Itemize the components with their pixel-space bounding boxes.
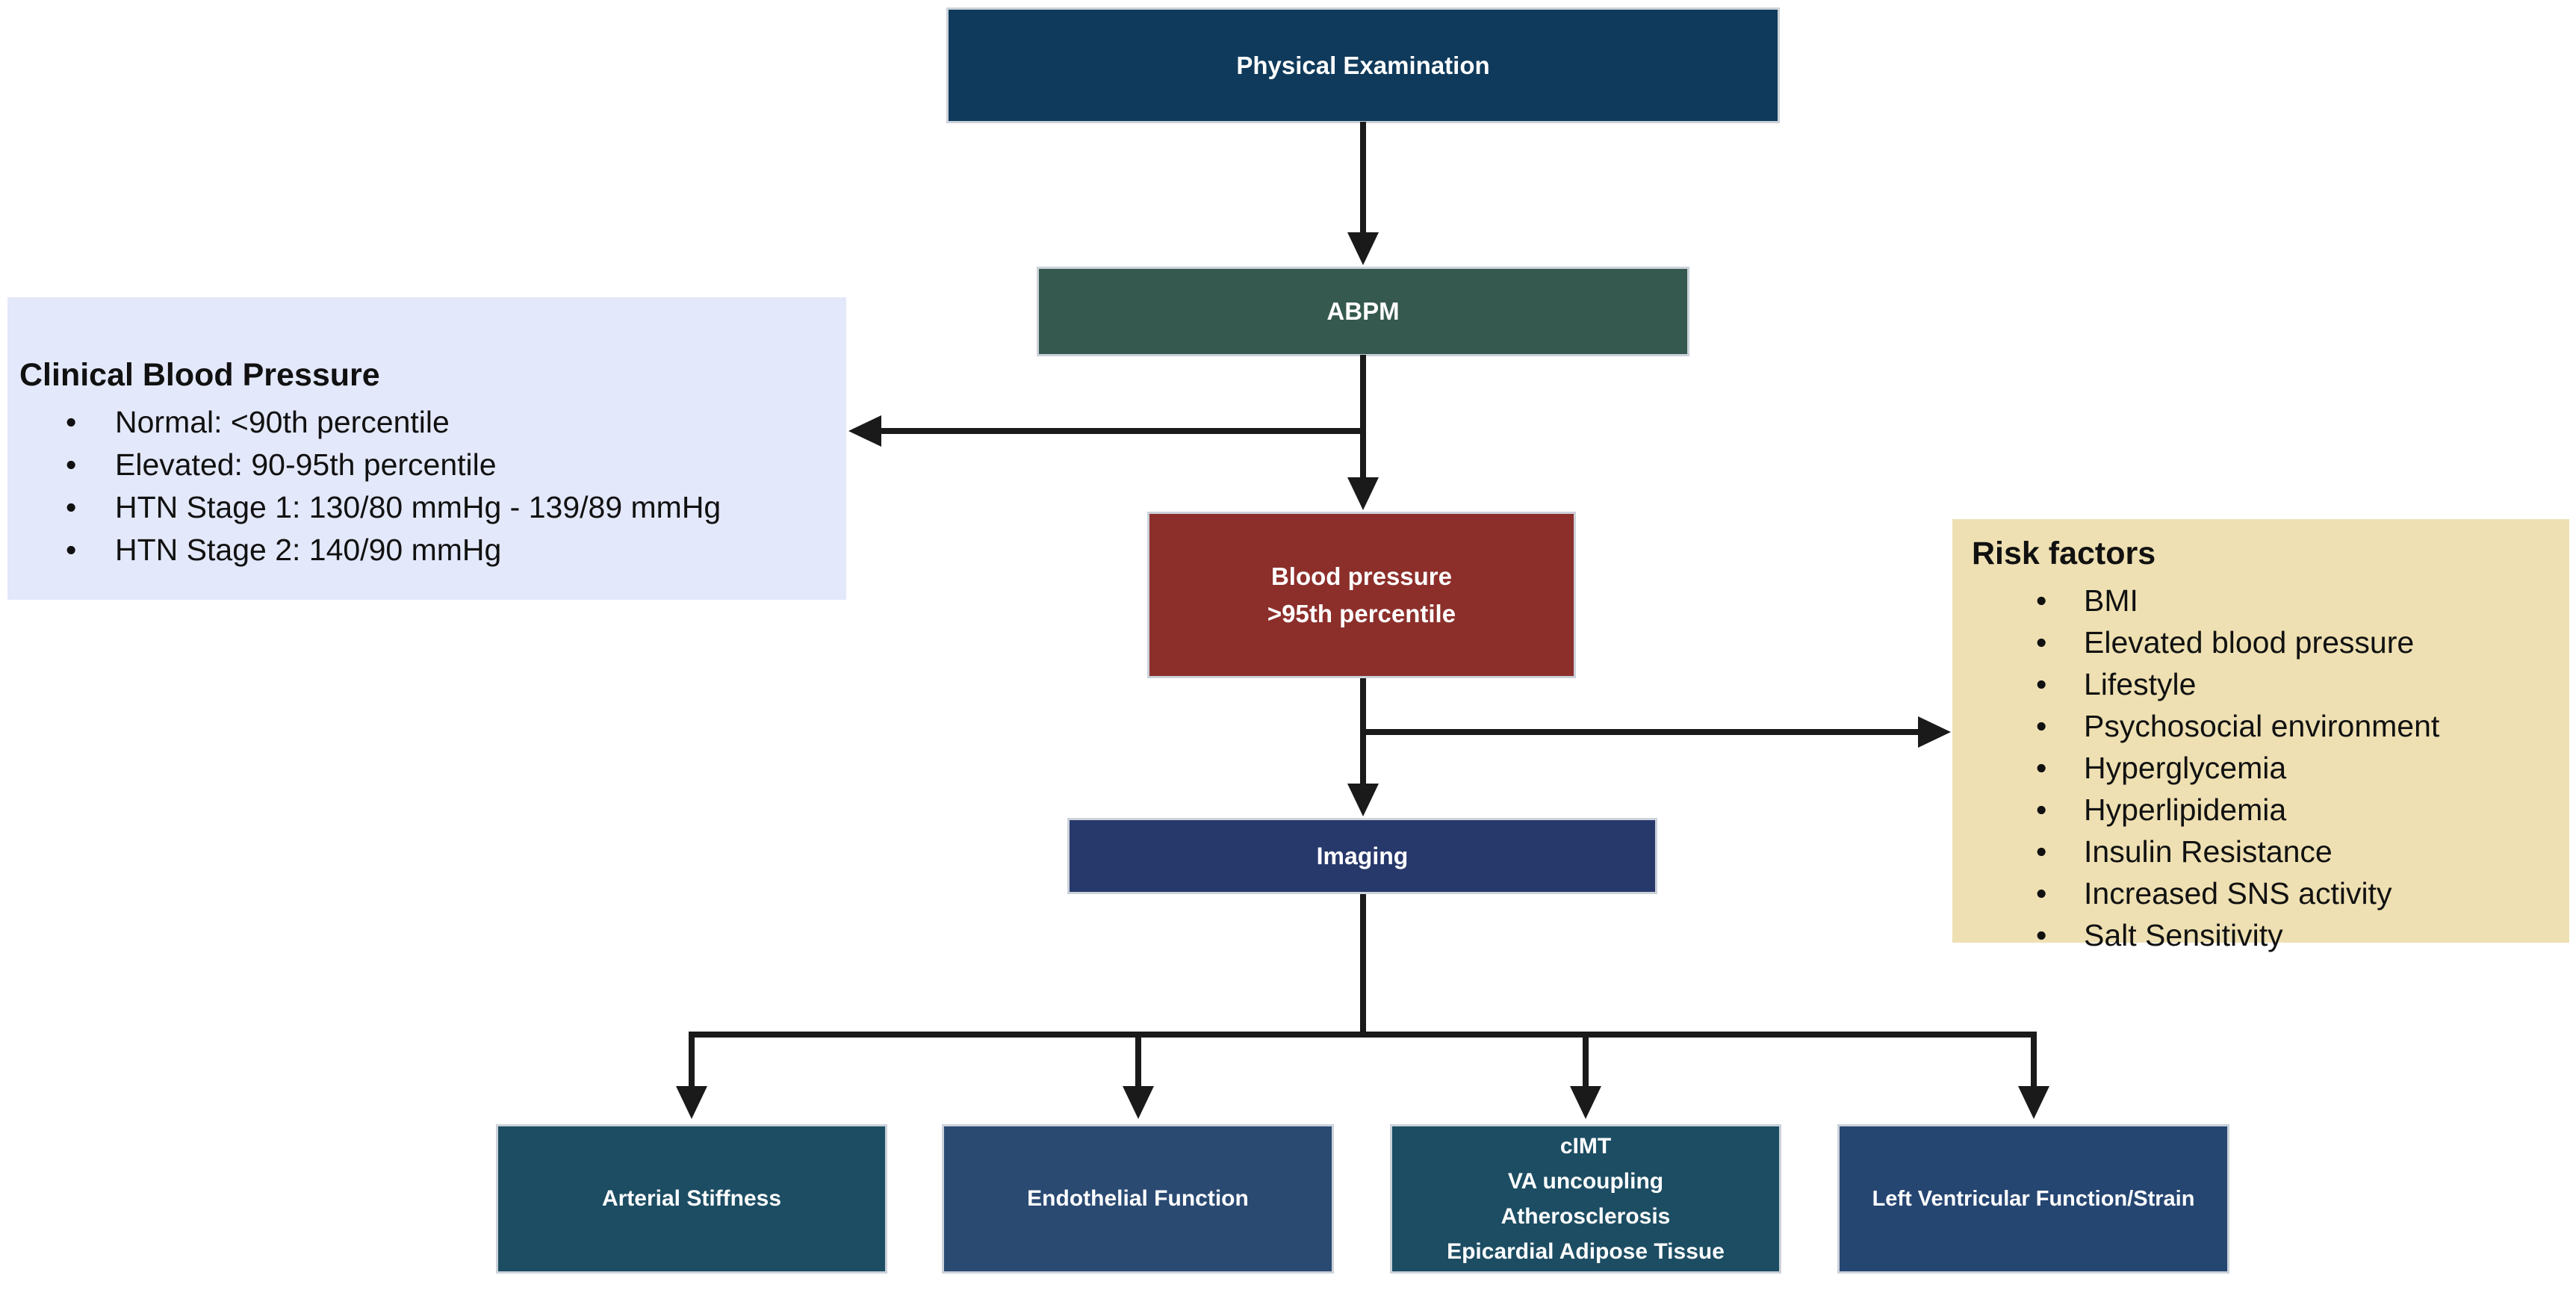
arrowhead-down-endothelial-function — [1123, 1086, 1154, 1119]
list-item: Epicardial Adipose Tissue — [1447, 1239, 1725, 1264]
connector-to-cimt-panel — [1583, 1032, 1589, 1088]
node-abpm: ABPM — [1037, 267, 1689, 356]
node-arterial-stiffness: Arterial Stiffness — [496, 1124, 887, 1274]
connector-branch-to-risk — [1363, 729, 1919, 735]
list-item: HTN Stage 2: 140/90 mmHg — [19, 529, 831, 571]
list-item: Elevated: 90-95th percentile — [19, 444, 831, 486]
node-label: Arterial Stiffness — [601, 1186, 782, 1211]
node-blood-pressure-95th: Blood pressure >95th percentile — [1147, 512, 1576, 678]
distribution-line — [689, 1032, 2037, 1038]
node-endothelial-function: Endothelial Function — [942, 1124, 1334, 1274]
arrowhead-down-cimt-panel — [1570, 1086, 1601, 1119]
arrowhead-left-clinical — [848, 415, 881, 447]
list-item: VA uncoupling — [1507, 1169, 1664, 1194]
list-item: Elevated blood pressure — [1972, 621, 2557, 663]
arrowhead-right-risk — [1918, 716, 1951, 748]
panel-bullet-list: BMIElevated blood pressureLifestylePsych… — [1972, 580, 2557, 956]
node-label-line2: >95th percentile — [1267, 599, 1456, 627]
connector-to-arterial-stiffness — [689, 1032, 695, 1088]
panel-title: Risk factors — [1972, 536, 2156, 571]
panel-risk-factors: Risk factors BMIElevated blood pressureL… — [1952, 519, 2569, 956]
list-item: Atherosclerosis — [1500, 1204, 1671, 1229]
list-item: HTN Stage 1: 130/80 mmHg - 139/89 mmHg — [19, 486, 831, 529]
node-label: Blood pressure >95th percentile — [1267, 558, 1456, 633]
list-item: Hyperlipidemia — [1972, 789, 2557, 831]
list-item: Lifestyle — [1972, 663, 2557, 705]
list-item: Hyperglycemia — [1972, 747, 2557, 789]
list-item: Increased SNS activity — [1972, 872, 2557, 914]
list-item: Salt Sensitivity — [1972, 914, 2557, 956]
node-label: ABPM — [1326, 297, 1400, 325]
arrowhead-down-lv-function — [2018, 1086, 2049, 1119]
node-label: Left Ventricular Function/Strain — [1872, 1186, 2195, 1211]
node-label: Imaging — [1316, 842, 1409, 869]
node-label: Physical Examination — [1236, 51, 1490, 79]
arrowhead-down-arterial-stiffness — [676, 1086, 707, 1119]
connector-imaging-to-distribution — [1360, 894, 1366, 1038]
panel-clinical-blood-pressure: Clinical Blood Pressure Normal: <90th pe… — [7, 297, 846, 600]
connector-abpm-to-bp — [1360, 355, 1366, 480]
list-item: Psychosocial environment — [1972, 705, 2557, 747]
node-imaging: Imaging — [1067, 818, 1657, 894]
connector-pe-to-abpm — [1360, 122, 1366, 235]
node-label-line1: Blood pressure — [1270, 562, 1453, 590]
panel-bullet-list: Normal: <90th percentileElevated: 90-95t… — [19, 401, 831, 571]
connector-to-endothelial-function — [1135, 1032, 1141, 1088]
list-item: Insulin Resistance — [1972, 831, 2557, 872]
node-label: Endothelial Function — [1027, 1186, 1249, 1211]
panel-title: Clinical Blood Pressure — [19, 357, 380, 393]
node-physical-examination: Physical Examination — [946, 7, 1780, 123]
list-item: BMI — [1972, 580, 2557, 621]
arrowhead-down-imaging — [1347, 784, 1379, 816]
list-item: cIMT — [1559, 1134, 1612, 1159]
node-left-ventricular-function: Left Ventricular Function/Strain — [1837, 1124, 2229, 1274]
arrowhead-down-abpm — [1347, 232, 1379, 265]
connector-to-lv-function — [2031, 1032, 2037, 1088]
arrowhead-down-blood-pressure — [1347, 477, 1379, 510]
connector-branch-to-clinical — [877, 428, 1363, 434]
list-item: Normal: <90th percentile — [19, 401, 831, 444]
